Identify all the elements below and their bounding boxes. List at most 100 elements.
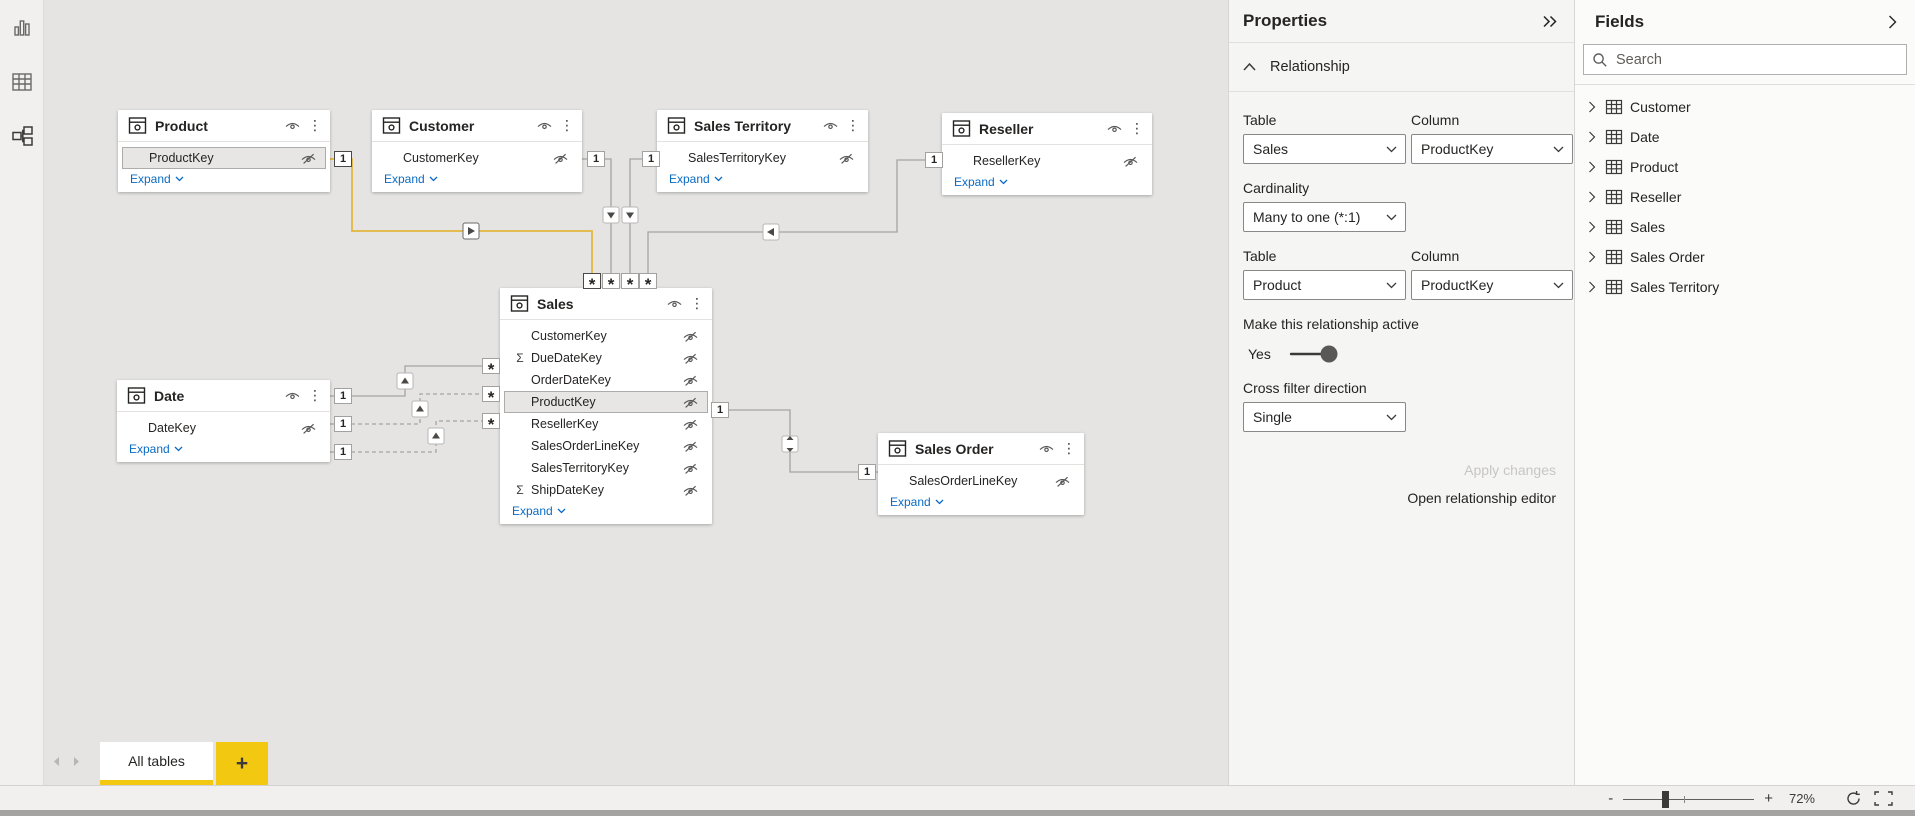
visibility-icon[interactable]	[534, 116, 554, 136]
visibility-icon[interactable]	[1104, 119, 1124, 139]
field-name: SalesTerritoryKey	[688, 151, 786, 165]
chevron-right-icon[interactable]	[1586, 251, 1598, 263]
table-card-header[interactable]: Reseller⋮	[942, 113, 1152, 145]
field-row-resellerkey[interactable]: ResellerKey	[946, 150, 1148, 172]
column1-dropdown[interactable]: ProductKey	[1411, 134, 1573, 164]
zoom-slider[interactable]	[1623, 789, 1755, 809]
relationship-line-date-sales-3[interactable]	[330, 420, 491, 453]
data-view-icon[interactable]	[0, 62, 44, 102]
field-row-datekey[interactable]: DateKey	[121, 417, 326, 439]
field-row-orderdatekey[interactable]: OrderDateKey	[504, 369, 708, 391]
field-row-customerkey[interactable]: CustomerKey	[376, 147, 578, 169]
more-options-icon[interactable]: ⋮	[846, 117, 860, 133]
expand-link[interactable]: Expand	[129, 442, 183, 456]
more-options-icon[interactable]: ⋮	[690, 295, 704, 311]
more-options-icon[interactable]: ⋮	[560, 117, 574, 133]
table2-dropdown[interactable]: Product	[1243, 270, 1406, 300]
reset-zoom-icon[interactable]	[1843, 789, 1863, 809]
field-row-productkey[interactable]: ProductKey	[504, 391, 708, 413]
chevron-right-icon[interactable]	[1586, 191, 1598, 203]
hidden-eye-icon	[681, 372, 699, 388]
expand-link[interactable]: Expand	[954, 175, 1008, 189]
zoom-out-button[interactable]: -	[1608, 790, 1614, 807]
field-row-salesorderlinekey[interactable]: SalesOrderLineKey	[882, 470, 1080, 492]
diagram-tab-strip: All tables +	[44, 741, 1228, 785]
fields-table-item-date[interactable]: Date	[1575, 122, 1915, 152]
fields-table-item-sales-territory[interactable]: Sales Territory	[1575, 272, 1915, 302]
table-card-header[interactable]: Sales Territory⋮	[657, 110, 868, 142]
fields-search-input[interactable]	[1616, 51, 1898, 68]
expand-link[interactable]: Expand	[512, 504, 566, 518]
field-row-customerkey[interactable]: CustomerKey	[504, 325, 708, 347]
field-row-salesterritorykey[interactable]: SalesTerritoryKey	[504, 457, 708, 479]
expand-link[interactable]: Expand	[890, 495, 944, 509]
fields-table-item-customer[interactable]: Customer	[1575, 92, 1915, 122]
model-view-icon[interactable]	[0, 116, 44, 156]
chevron-right-icon[interactable]	[1586, 281, 1598, 293]
more-options-icon[interactable]: ⋮	[1130, 120, 1144, 136]
collapse-properties-icon[interactable]	[1540, 11, 1560, 31]
open-relationship-editor-link[interactable]: Open relationship editor	[1407, 490, 1556, 506]
chevron-right-icon[interactable]	[1586, 161, 1598, 173]
fields-table-item-sales-order[interactable]: Sales Order	[1575, 242, 1915, 272]
fields-table-item-sales[interactable]: Sales	[1575, 212, 1915, 242]
fields-search-box[interactable]	[1583, 44, 1907, 75]
field-row-salesterritorykey[interactable]: SalesTerritoryKey	[661, 147, 864, 169]
cardinality-dropdown[interactable]: Many to one (*:1)	[1243, 202, 1406, 232]
relationship-line-reseller-sales[interactable]	[647, 159, 942, 288]
visibility-icon[interactable]	[282, 116, 302, 136]
apply-changes-button[interactable]: Apply changes	[1464, 462, 1556, 478]
fields-table-item-reseller[interactable]: Reseller	[1575, 182, 1915, 212]
chevron-right-icon[interactable]	[1586, 131, 1598, 143]
table-card-header[interactable]: Date⋮	[117, 380, 330, 412]
table1-dropdown[interactable]: Sales	[1243, 134, 1406, 164]
visibility-icon[interactable]	[1036, 439, 1056, 459]
zoom-slider-tick	[1684, 795, 1686, 803]
visibility-icon[interactable]	[820, 116, 840, 136]
table-card-header[interactable]: Sales Order⋮	[878, 433, 1084, 465]
scroll-tabs-right-icon[interactable]	[72, 755, 82, 767]
expand-link[interactable]: Expand	[130, 172, 184, 186]
relationship-section-header[interactable]: Relationship	[1229, 43, 1574, 91]
collapse-fields-icon[interactable]	[1883, 13, 1901, 31]
scroll-tabs-left-icon[interactable]	[52, 755, 62, 767]
expand-link[interactable]: Expand	[669, 172, 723, 186]
zoom-in-button[interactable]: +	[1764, 790, 1773, 807]
field-row-productkey[interactable]: ProductKey	[122, 147, 326, 169]
cross-filter-dropdown[interactable]: Single	[1243, 402, 1406, 432]
field-name: SalesOrderLineKey	[531, 439, 640, 453]
relationship-line-date-sales-2[interactable]	[330, 393, 491, 425]
add-layout-button[interactable]: +	[216, 742, 268, 785]
relationship-active-toggle[interactable]	[1289, 344, 1341, 364]
zoom-slider-handle[interactable]	[1662, 790, 1670, 808]
fields-table-item-product[interactable]: Product	[1575, 152, 1915, 182]
visibility-icon[interactable]	[664, 294, 684, 314]
tab-all-tables[interactable]: All tables	[100, 742, 213, 785]
more-options-icon[interactable]: ⋮	[1062, 440, 1076, 456]
chevron-right-icon[interactable]	[1586, 221, 1598, 233]
table-card-header[interactable]: Customer⋮	[372, 110, 582, 142]
view-switcher-rail	[0, 0, 44, 785]
more-options-icon[interactable]: ⋮	[308, 387, 322, 403]
column2-dropdown[interactable]: ProductKey	[1411, 270, 1573, 300]
more-options-icon[interactable]: ⋮	[308, 117, 322, 133]
chevron-right-icon[interactable]	[1586, 101, 1598, 113]
expand-link[interactable]: Expand	[384, 172, 438, 186]
table-card-header[interactable]: Sales⋮	[500, 288, 712, 320]
fit-to-screen-icon[interactable]	[1873, 789, 1893, 809]
visibility-icon[interactable]	[282, 386, 302, 406]
field-row-salesorderlinekey[interactable]: SalesOrderLineKey	[504, 435, 708, 457]
table-card-header[interactable]: Product⋮	[118, 110, 330, 142]
field-row-resellerkey[interactable]: ResellerKey	[504, 413, 708, 435]
report-view-icon[interactable]	[0, 8, 44, 48]
